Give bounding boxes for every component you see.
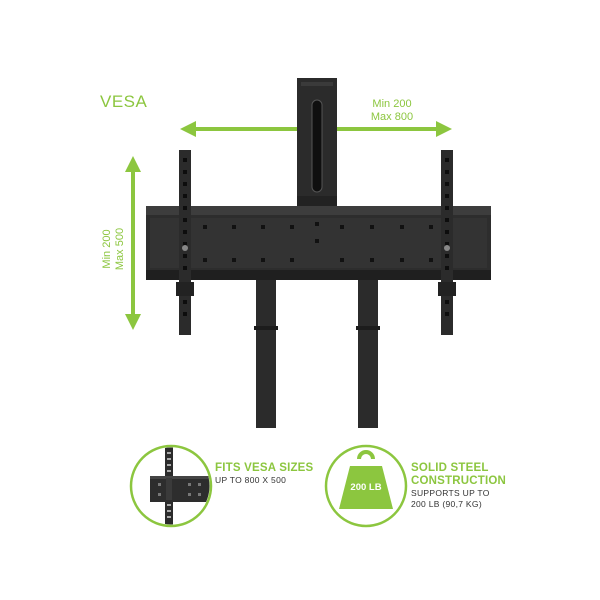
feature-vesa-sizes: FITS VESA SIZES UP TO 800 X 500 [215,462,313,486]
horizontal-dimension-label: Min 200 Max 800 [362,98,422,124]
vertical-arrow [125,156,141,330]
weight-icon [324,444,408,528]
feature-steel-sub-line2: 200 LB (90,7 KG) [411,499,482,509]
center-column [297,78,337,206]
left-bracket [176,150,194,335]
feature-steel-title-line2: CONSTRUCTION [411,475,507,487]
right-bracket [438,150,456,335]
feature-vesa-title: FITS VESA SIZES [215,462,314,474]
feature-steel-title-line1: SOLID STEEL [411,462,489,474]
stand-legs [254,280,380,428]
feature-vesa-subtitle: UP TO 800 X 500 [215,475,287,485]
plate-holes [203,222,433,262]
weight-badge-label: 200 LB [350,482,382,493]
feature-steel-construction: SOLID STEEL CONSTRUCTION SUPPORTS UP TO … [411,462,506,510]
vesa-title: VESA [100,92,148,111]
horizontal-max-label: Max 800 [370,111,414,123]
vesa-bracket-icon [129,444,213,528]
feature-steel-sub-line1: SUPPORTS UP TO [411,488,490,498]
horizontal-min-label: Min 200 [372,98,412,110]
